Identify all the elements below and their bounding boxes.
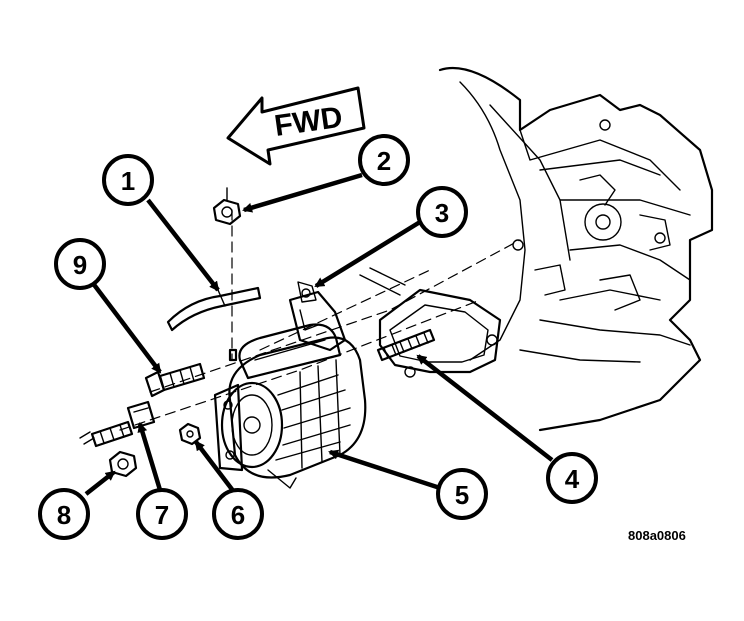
- callout-6: 6: [212, 488, 264, 540]
- leader-4: [416, 354, 554, 462]
- leader-9: [90, 280, 162, 374]
- leader-7: [137, 422, 163, 491]
- mounting-bolt: [144, 348, 238, 398]
- leader-8: [84, 470, 116, 496]
- starter-motor: [213, 281, 367, 489]
- leader-3: [314, 220, 422, 288]
- callout-4: 4: [546, 452, 598, 504]
- svg-text:9: 9: [73, 250, 87, 280]
- svg-text:3: 3: [435, 198, 449, 228]
- callout-1: 1: [102, 154, 154, 206]
- support-bracket: [166, 286, 262, 332]
- callout-3: 3: [416, 186, 468, 238]
- svg-text:4: 4: [565, 464, 580, 494]
- cable-stud: [79, 400, 156, 448]
- leader-6: [194, 440, 236, 494]
- leader-5: [328, 449, 441, 491]
- figure-code: 808a0806: [628, 528, 686, 543]
- svg-text:6: 6: [231, 500, 245, 530]
- callout-5: 5: [436, 468, 488, 520]
- small-nut: [178, 422, 202, 446]
- svg-text:8: 8: [57, 500, 71, 530]
- leader-lines: [84, 172, 554, 496]
- callout-7: 7: [136, 488, 188, 540]
- fwd-arrow: FWD: [226, 86, 366, 166]
- transmission-housing: [438, 66, 714, 432]
- svg-text:7: 7: [155, 500, 169, 530]
- callouts: 1 2 3 4 5 6 7 8: [38, 134, 598, 540]
- svg-text:2: 2: [377, 146, 391, 176]
- callout-2: 2: [358, 134, 410, 186]
- mounting-stud: [376, 328, 436, 362]
- alignment-lines: [119, 209, 521, 431]
- callout-9: 9: [54, 238, 106, 290]
- nut-top: [212, 187, 242, 226]
- leader-2: [242, 172, 363, 213]
- callout-8: 8: [38, 488, 90, 540]
- mounting-flange: [359, 267, 502, 378]
- svg-text:5: 5: [455, 480, 469, 510]
- svg-text:1: 1: [121, 166, 135, 196]
- leader-1: [146, 198, 220, 292]
